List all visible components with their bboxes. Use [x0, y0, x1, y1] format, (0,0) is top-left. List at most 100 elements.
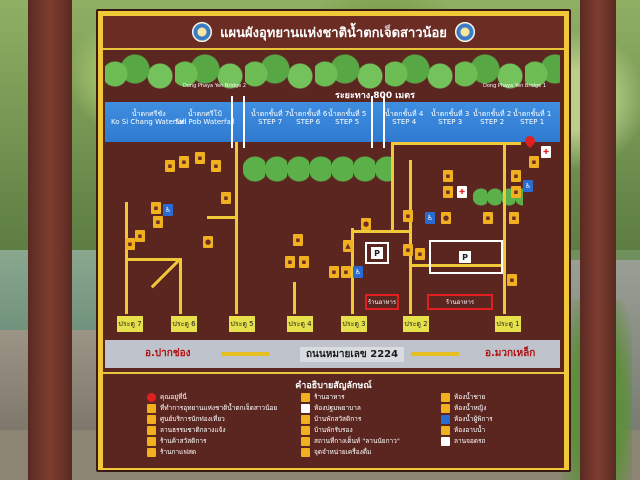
first-aid-icon: ✚: [457, 186, 467, 198]
distance-label: ระยะทาง 800 เมตร: [335, 91, 415, 101]
restaurant-icon: ▪: [507, 274, 517, 286]
walkway: [409, 160, 412, 314]
shop-icon: [147, 436, 156, 446]
walkway: [409, 264, 505, 267]
legend-item: ร้านกาแฟสด: [147, 447, 277, 457]
legend-item: สถานที่กางเต็นท์ "ลานนัยกาว": [301, 436, 400, 446]
walkway: [207, 216, 237, 219]
shower-icon: [441, 425, 450, 435]
restaurant-area: ร้านอาหาร: [427, 294, 493, 310]
walkway: [293, 282, 296, 314]
shower-icon: ▪: [443, 186, 453, 198]
lodging-icon: ▪: [511, 170, 521, 182]
outdoor-area-icon: [147, 425, 156, 435]
arrow-right-icon: [405, 348, 465, 360]
lodging-icon: ▪: [125, 238, 135, 250]
bridge-1: [371, 96, 385, 148]
gate-4: ประตู 4: [287, 316, 313, 332]
womens-restroom-icon: [441, 403, 450, 413]
waterfall-label: น้ำตกศรีชัง Ko Si Chang Waterfall: [111, 110, 187, 126]
accessible-restroom-icon: ♿: [523, 180, 533, 192]
coffee-icon: [147, 447, 156, 457]
legend-item: ร้านอาหาร: [301, 392, 400, 402]
lodging-icon: ▪: [511, 186, 521, 198]
legend-item: บ้านพักรับรอง: [301, 425, 400, 435]
walkway: [503, 142, 506, 314]
visitor-center-icon: ●: [203, 236, 213, 248]
park-map: ระยะทาง 800 เมตร Dong Phaya Yen Bridge 2…: [103, 52, 564, 370]
lodging-icon: ▪: [285, 256, 295, 268]
restaurant-icon: ▪: [179, 156, 189, 168]
bridge-2: [231, 96, 245, 148]
gate-5: ประตู 5: [229, 316, 255, 332]
staff-lodging-icon: [301, 414, 310, 424]
gate-7: ประตู 7: [117, 316, 143, 332]
accessible-restroom-icon: ♿: [353, 266, 363, 278]
parking-area: P: [365, 242, 389, 264]
legend-title: คำอธิบายสัญลักษณ์: [295, 381, 372, 391]
legend-item: ห้องปฐมพยาบาล: [301, 403, 400, 413]
wooden-post-right: [580, 0, 616, 480]
treeline: [105, 54, 560, 92]
river: [105, 102, 560, 142]
legend-item: บ้านพักสวัสดิการ: [301, 414, 400, 424]
bridge-label-left: Dong Phaya Yen Bridge 2: [183, 83, 246, 89]
legend-item: ห้องน้ำหญิง: [441, 403, 493, 413]
department-emblem-icon: [454, 22, 475, 42]
visitor-center-icon: ●: [361, 218, 371, 230]
accessible-restroom-icon: ♿: [425, 212, 435, 224]
gate-3: ประตู 3: [341, 316, 367, 332]
legend-column-3: ห้องน้ำชาย ห้องน้ำหญิง ห้องน้ำผู้พิการ ห…: [441, 392, 493, 447]
map-sign-board: แผนผังอุทยานแห่งชาติน้ำตกเจ็ดสาวน้อย ระย…: [96, 9, 571, 472]
accessible-restroom-icon: [441, 414, 450, 424]
sign-title-bar: แผนผังอุทยานแห่งชาติน้ำตกเจ็ดสาวน้อย: [103, 16, 564, 50]
trees-mid: [243, 154, 393, 184]
restroom-icon: ▪: [341, 266, 351, 278]
gate-1: ประตู 1: [495, 316, 521, 332]
visitor-center-icon: [147, 414, 156, 424]
parking-icon: P: [371, 247, 383, 259]
lodging-icon: ▪: [299, 256, 309, 268]
legend-column-1: คุณอยู่ที่นี่ ที่ทำการอุทยานแห่งชาติน้ำต…: [147, 392, 277, 458]
gate-2: ประตู 2: [403, 316, 429, 332]
restroom-icon: ▪: [151, 202, 161, 214]
restaurant-icon: ▪: [211, 160, 221, 172]
legend-column-2: ร้านอาหาร ห้องปฐมพยาบาล บ้านพักสวัสดิการ…: [301, 392, 400, 458]
waterfall-label: น้ำตกศรีโป้ Siri Pob Waterfall: [175, 110, 235, 126]
restroom-icon: ▪: [153, 216, 163, 228]
shower-icon: ▪: [135, 230, 145, 242]
road-name: ถนนหมายเลข 2224: [300, 347, 405, 362]
walkway: [351, 228, 354, 314]
legend-item: ห้องน้ำชาย: [441, 392, 493, 402]
campsite-icon: [301, 436, 310, 446]
restroom-icon: ▪: [415, 248, 425, 260]
shop-icon: ▪: [221, 192, 231, 204]
legend-item: ลานธรรมชาติกลางแจ้ง: [147, 425, 277, 435]
map-legend: คำอธิบายสัญลักษณ์ คุณอยู่ที่นี่ ที่ทำการ…: [103, 372, 564, 468]
mens-restroom-icon: [441, 392, 450, 402]
legend-item: ห้องน้ำผู้พิการ: [441, 414, 493, 424]
gate-6: ประตู 6: [171, 316, 197, 332]
park-office-icon: [147, 403, 156, 413]
parking-area: P: [429, 240, 503, 274]
shop-icon: ▪: [483, 212, 493, 224]
guest-lodging-icon: [301, 425, 310, 435]
walkway: [179, 258, 182, 314]
legend-item: ลานจอดรถ: [441, 436, 493, 446]
sign-title: แผนผังอุทยานแห่งชาติน้ำตกเจ็ดสาวน้อย: [220, 25, 447, 41]
parking-icon: [441, 436, 450, 446]
restroom-icon: ▪: [403, 244, 413, 256]
walkway: [235, 142, 238, 314]
wooden-post-left: [28, 0, 72, 480]
restroom-icon: ▪: [195, 152, 205, 164]
restaurant-icon: [301, 392, 310, 402]
restroom-icon: ▪: [443, 170, 453, 182]
drinks-icon: [301, 447, 310, 457]
restaurant-icon: ▪: [403, 210, 413, 222]
lodging-icon: ▪: [529, 156, 539, 168]
